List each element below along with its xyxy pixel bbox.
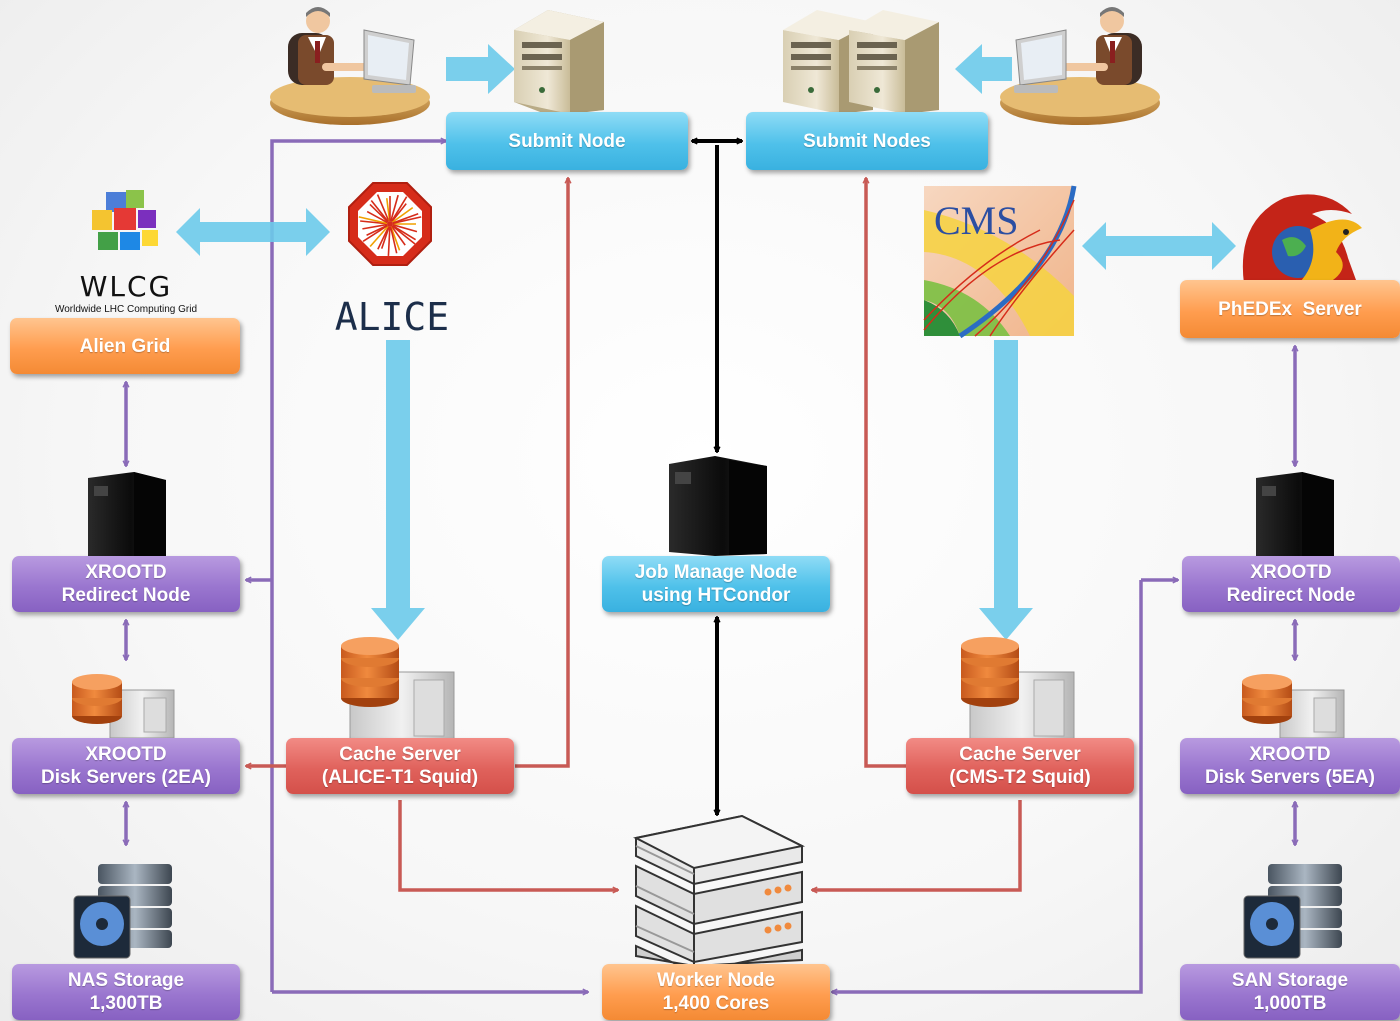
worker-node-line2: 1,400 Cores [662,993,770,1014]
light-blue-arrows [176,44,1236,640]
xrootd-redirect-left-box[interactable]: XROOTD Redirect Node [12,556,240,612]
xrootd-redirect-right-line2: Redirect Node [1226,585,1356,606]
alice-ray [387,226,391,256]
alice-ray [390,226,401,251]
alice-logo [348,182,432,266]
alice-ray [392,212,419,224]
submit-node-label: Submit Node [508,130,626,152]
phedex-firebird-logo [1242,194,1362,284]
alice-ray [369,203,389,223]
user-at-computer-icon [1000,7,1160,125]
xrootd-disk-left-line1: XROOTD [85,744,167,765]
alice-ray [362,223,388,230]
nas-storage-line2: 1,300TB [89,993,163,1014]
cms-title: CMS [934,198,1019,243]
user-at-computer-icon [270,7,430,125]
alien-grid-label: Alien Grid [79,335,171,357]
storage-drive-icon [73,864,172,959]
submit-nodes-label: Submit Nodes [803,130,931,152]
submit-nodes-box[interactable]: Submit Nodes [746,112,988,170]
xrootd-disk-left-box[interactable]: XROOTD Disk Servers (2EA) [12,738,240,794]
alice-ray [362,224,388,243]
san-storage-line1: SAN Storage [1231,970,1349,991]
wlcg-cube-logo [92,190,158,250]
alice-ray [370,200,389,223]
storage-drive-icon [1243,864,1342,959]
purple-connectors [126,141,1295,992]
nas-storage-line1: NAS Storage [67,970,185,991]
database-server-icon [1242,674,1345,739]
alice-ray [391,203,407,223]
alice-ray [358,216,388,225]
alice-ray [391,225,416,245]
job-manage-node-line1: Job Manage Node [634,562,798,583]
alice-ray [366,210,388,224]
rack-server-icon [1256,472,1334,560]
cms-logo [923,185,1077,339]
worker-node-line1: Worker Node [657,970,775,991]
alien-grid-box[interactable]: Alien Grid [10,318,240,374]
worker-node-box[interactable]: Worker Node 1,400 Cores [602,964,830,1020]
xrootd-disk-right-line2: Disk Servers (5EA) [1204,767,1376,788]
cache-server-cms-line1: Cache Server [959,744,1081,765]
black-connectors [692,141,742,815]
alice-ray [392,224,417,241]
xrootd-redirect-left-line1: XROOTD [85,562,167,583]
alice-ray [377,226,390,250]
tower-server-icon [514,10,604,115]
xrootd-redirect-right-line1: XROOTD [1250,562,1332,583]
job-manage-node-box[interactable]: Job Manage Node using HTCondor [602,556,830,612]
san-storage-line2: 1,000TB [1253,993,1327,1014]
xrootd-redirect-right-box[interactable]: XROOTD Redirect Node [1182,556,1400,612]
phedex-server-label: PhEDEx Server [1218,298,1362,320]
alice-ray [380,226,390,249]
database-server-icon [72,674,175,739]
cache-server-cms-line2: (CMS-T2 Squid) [949,767,1091,788]
cache-server-alice-line2: (ALICE-T1 Squid) [321,767,479,788]
wlcg-subtitle: Worldwide LHC Computing Grid [55,304,197,315]
cache-server-alice-box[interactable]: Cache Server (ALICE-T1 Squid) [286,738,514,794]
xrootd-disk-right-line1: XROOTD [1249,744,1331,765]
xrootd-disk-right-box[interactable]: XROOTD Disk Servers (5EA) [1180,738,1400,794]
alice-ray [366,224,388,237]
alice-ray [389,226,398,254]
cache-server-alice-line1: Cache Server [339,744,461,765]
alice-title: ALICE [335,295,449,339]
san-storage-box[interactable]: SAN Storage 1,000TB [1180,964,1400,1020]
worker-server-stack-icon [633,814,806,974]
alice-ray [391,225,406,246]
xrootd-redirect-left-line2: Redirect Node [61,585,191,606]
database-server-icon [961,637,1075,745]
phedex-server-box[interactable]: PhEDEx Server [1180,280,1400,338]
database-server-icon [341,637,455,745]
alice-ray [390,196,408,222]
job-manage-node-line2: using HTCondor [641,585,791,606]
alice-ray [392,224,418,233]
alice-ray [385,198,391,222]
tower-server-icon [849,10,939,114]
rack-server-icon [88,472,166,560]
wlcg-title: WLCG [80,270,173,303]
rack-server-icon [669,456,767,556]
nas-storage-box[interactable]: NAS Storage 1,300TB [12,964,240,1020]
alice-ray [369,225,389,248]
alice-ray [390,194,399,222]
alice-ray [360,220,388,225]
cache-server-cms-box[interactable]: Cache Server (CMS-T2 Squid) [906,738,1134,794]
xrootd-disk-left-line2: Disk Servers (2EA) [40,767,212,788]
alice-ray [391,207,414,223]
alice-ray [392,216,422,225]
red-connectors [246,178,1022,890]
alice-ray [376,194,390,222]
submit-node-box[interactable]: Submit Node [446,112,688,170]
